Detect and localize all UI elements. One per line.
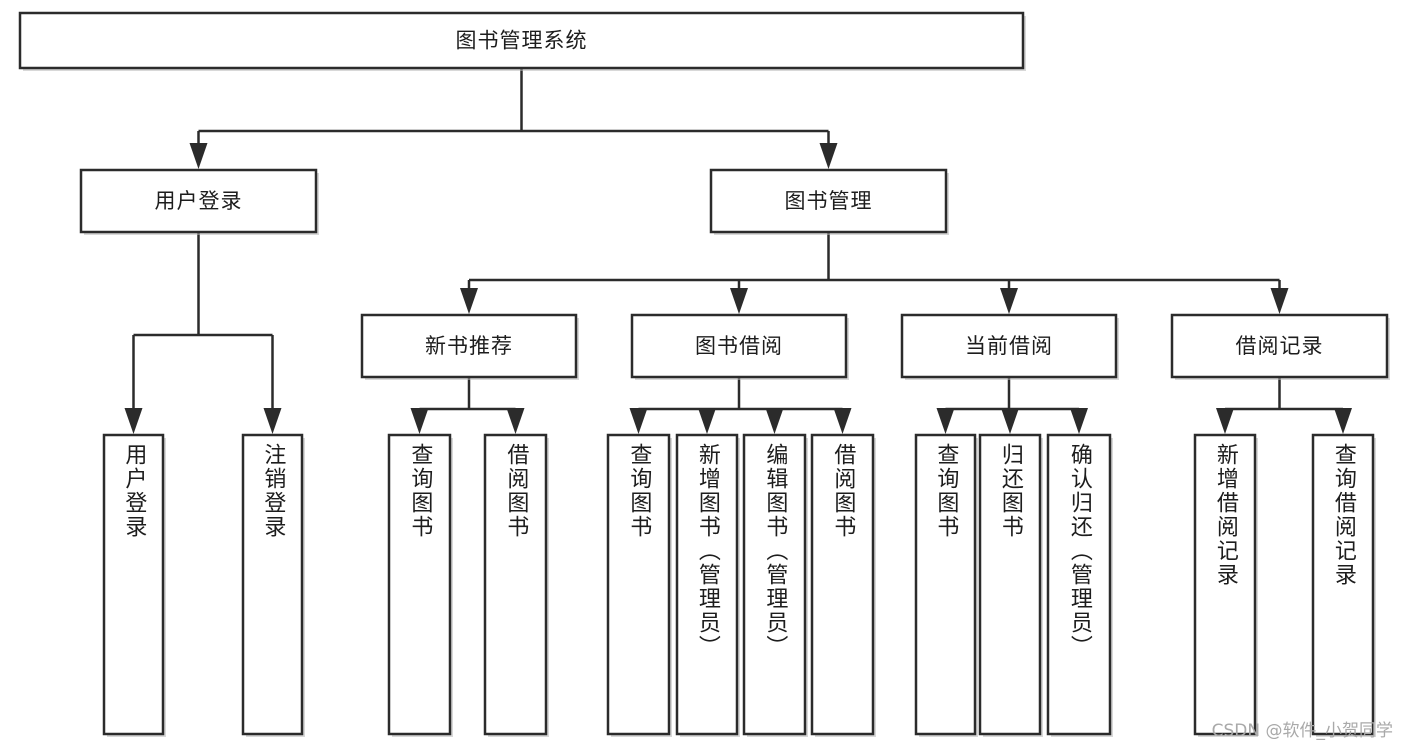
arrow-head-icon xyxy=(730,288,748,314)
node-borrow-record[interactable] xyxy=(1170,313,1389,379)
node-root-book-system[interactable] xyxy=(18,11,1025,70)
arrow-head-icon xyxy=(936,408,955,434)
arrow-head-icon xyxy=(1334,408,1352,434)
node-leaf-add-borrow-record[interactable] xyxy=(1193,433,1257,736)
node-leaf-confirm-return[interactable] xyxy=(1046,433,1112,736)
node-new-book-recommend-label: 新书推荐 xyxy=(425,334,513,358)
arrow-head-icon xyxy=(1000,288,1018,314)
arrow-head-icon xyxy=(698,408,716,434)
arrow-head-icon xyxy=(124,408,143,434)
node-leaf-query-book-3[interactable] xyxy=(914,433,977,736)
arrow-head-icon xyxy=(819,143,838,169)
arrow-head-icon xyxy=(1270,288,1289,314)
connectors-layer xyxy=(124,68,1352,434)
node-leaf-return-book[interactable] xyxy=(978,433,1042,736)
node-leaf-borrow-book-1[interactable] xyxy=(483,433,548,736)
node-leaf-query-borrow-record[interactable] xyxy=(1311,433,1375,736)
arrow-head-icon xyxy=(460,288,478,314)
arrow-head-icon xyxy=(1216,408,1234,434)
node-leaf-logout-login[interactable] xyxy=(241,433,304,736)
node-leaf-user-login[interactable] xyxy=(102,433,165,736)
node-new-book-recommend[interactable] xyxy=(360,313,578,379)
node-book-manage-label: 图书管理 xyxy=(785,189,873,213)
node-root-label: 图书管理系统 xyxy=(456,29,588,53)
arrow-head-icon xyxy=(765,408,784,434)
node-current-borrow[interactable] xyxy=(900,313,1118,379)
arrow-head-icon xyxy=(410,408,429,434)
node-leaf-query-book-2[interactable] xyxy=(606,433,671,736)
watermark-text: CSDN @软件_小贺同学 xyxy=(1211,721,1393,741)
node-leaf-add-book[interactable] xyxy=(675,433,739,736)
arrow-head-icon xyxy=(263,408,282,434)
arrow-head-icon xyxy=(506,408,525,434)
arrow-head-icon xyxy=(1070,408,1088,434)
node-leaf-edit-book[interactable] xyxy=(742,433,807,736)
node-book-manage[interactable] xyxy=(709,168,948,234)
node-book-borrow-label: 图书借阅 xyxy=(695,334,783,358)
node-current-borrow-label: 当前借阅 xyxy=(965,334,1053,358)
node-book-borrow[interactable] xyxy=(630,313,848,379)
node-user-login[interactable] xyxy=(79,168,318,234)
boxes-layer xyxy=(18,11,1390,737)
arrow-head-icon xyxy=(1001,408,1019,434)
arrow-head-icon xyxy=(833,408,852,434)
node-user-login-label: 用户登录 xyxy=(155,189,243,213)
node-leaf-borrow-book-2[interactable] xyxy=(810,433,875,736)
arrow-head-icon xyxy=(189,143,208,169)
node-leaf-query-book-1[interactable] xyxy=(387,433,452,736)
node-borrow-record-label: 借阅记录 xyxy=(1236,334,1324,358)
arrow-head-icon xyxy=(629,408,648,434)
